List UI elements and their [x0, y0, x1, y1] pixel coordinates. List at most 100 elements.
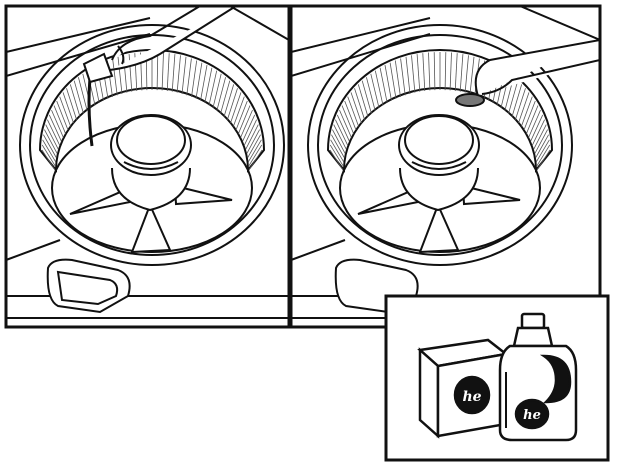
basket-perforation	[536, 149, 551, 171]
basket-perforation	[416, 54, 421, 92]
he-powder-box: he	[417, 338, 509, 439]
basket-perforation	[69, 84, 81, 117]
basket-perforation	[454, 53, 458, 92]
washer-agitator	[357, 114, 521, 254]
basket-perforation	[216, 77, 226, 111]
basket-perforation	[41, 144, 56, 167]
basket-perforation	[347, 96, 359, 127]
panel-he-products: he he	[384, 294, 610, 462]
basket-perforation	[508, 80, 519, 114]
basket-perforation	[248, 139, 262, 162]
basket-perforation	[329, 149, 344, 171]
basket-perforation	[208, 70, 218, 106]
basket-perforation	[242, 114, 256, 142]
basket-perforation	[248, 149, 263, 171]
basket-perforation	[411, 55, 416, 93]
basket-perforation	[248, 144, 263, 167]
basket-perforation	[220, 80, 231, 114]
basket-perforation	[47, 119, 61, 146]
washer-agitator	[69, 114, 233, 254]
basket-perforation	[350, 92, 362, 124]
basket-perforation	[332, 129, 346, 154]
basket-perforation	[374, 70, 384, 106]
basket-perforation	[227, 88, 238, 120]
basket-perforation	[366, 77, 376, 111]
basket-perforation	[161, 52, 164, 91]
basket-perforation	[200, 65, 208, 101]
basket-perforation	[56, 100, 69, 131]
hand-right-scoop	[455, 39, 600, 107]
basket-perforation	[361, 80, 372, 114]
basket-perforation	[329, 144, 344, 167]
basket-perforation	[186, 58, 192, 96]
basket-perforation	[223, 84, 235, 117]
basket-perforation	[405, 56, 411, 94]
basket-perforation	[44, 129, 58, 154]
basket-perforation	[531, 119, 545, 146]
basket-perforation	[59, 96, 71, 127]
basket-perforation	[171, 54, 176, 92]
basket-perforation	[344, 100, 357, 131]
basket-perforation	[459, 54, 464, 92]
basket-perforation	[464, 55, 469, 93]
basket-perforation	[341, 105, 354, 134]
basket-perforation	[204, 67, 213, 103]
basket-perforation	[526, 105, 539, 134]
basket-perforation	[123, 55, 128, 93]
basket-perforation	[62, 92, 74, 124]
basket-perforation	[53, 105, 66, 134]
basket-perforation	[536, 144, 551, 167]
basket-perforation	[354, 88, 365, 120]
basket-perforation	[181, 56, 187, 94]
basket-perforation	[243, 119, 257, 146]
basket-perforation	[469, 56, 475, 94]
basket-perforation	[48, 114, 62, 142]
panel-frame-left	[4, 4, 291, 329]
hand-left	[109, 6, 237, 71]
he-liquid-bottle: he	[498, 312, 578, 442]
basket-perforation	[233, 96, 245, 127]
basket-perforation	[433, 52, 436, 91]
basket-perforation	[515, 88, 526, 120]
basket-perforation	[212, 73, 222, 108]
basket-perforation	[535, 134, 549, 158]
basket-perforation	[511, 84, 523, 117]
basket-perforation	[530, 114, 544, 142]
basket-perforation	[246, 129, 260, 154]
basket-perforation	[536, 139, 550, 162]
basket-perforation	[330, 139, 344, 162]
basket-perforation	[333, 124, 347, 150]
panel-liquid-pour	[6, 6, 289, 319]
basket-perforation	[230, 92, 242, 124]
basket-perforation	[400, 58, 406, 96]
basket-perforation	[156, 52, 159, 91]
he-logo-bottle-text: he	[523, 408, 541, 423]
basket-perforation	[238, 105, 251, 134]
basket-perforation	[533, 124, 547, 150]
basket-perforation	[518, 92, 530, 124]
basket-perforation	[191, 60, 198, 97]
basket-perforation	[235, 100, 248, 131]
basket-perforation	[245, 124, 259, 150]
basket-perforation	[66, 88, 77, 120]
basket-perforation	[379, 67, 388, 103]
basket-perforation	[45, 124, 59, 150]
detergent-cap-pour	[82, 52, 114, 147]
basket-perforation	[112, 58, 118, 96]
he-logo-bottle	[514, 398, 550, 430]
basket-perforation	[335, 119, 349, 146]
basket-perforation	[523, 100, 536, 131]
basket-perforation	[357, 84, 369, 117]
basket-perforation	[78, 77, 88, 111]
basket-perforation	[247, 134, 261, 158]
basket-perforation	[117, 56, 123, 94]
basket-perforation	[73, 80, 84, 114]
basket-perforation	[528, 109, 541, 138]
basket-perforation	[428, 52, 431, 91]
basket-perforation	[42, 139, 56, 162]
basket-perforation	[394, 60, 401, 97]
basket-perforation	[422, 53, 426, 92]
basket-perforation	[444, 52, 447, 91]
basket-perforation	[336, 114, 350, 142]
